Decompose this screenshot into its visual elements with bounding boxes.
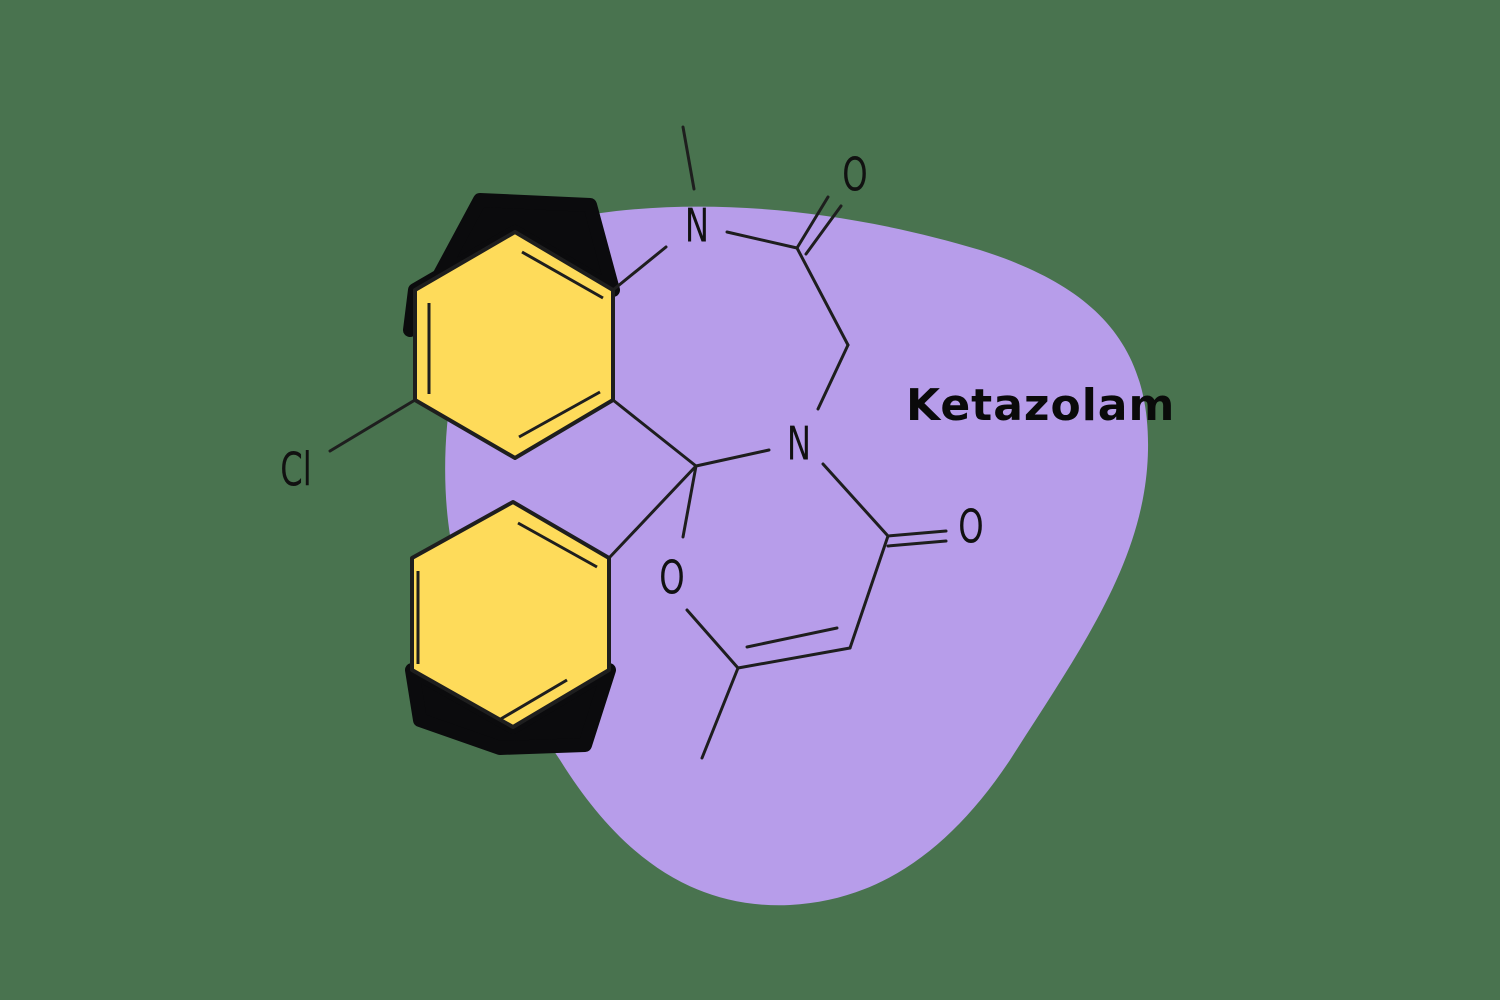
bond-line xyxy=(821,462,890,538)
molecule-name-label: Ketazolam xyxy=(906,380,1175,431)
bond-line xyxy=(795,246,850,347)
bond-line xyxy=(736,646,852,670)
bond-line xyxy=(694,448,771,468)
bond-line xyxy=(725,230,799,250)
atom-n1: N xyxy=(685,199,709,253)
bond-line xyxy=(611,245,668,292)
benzene-rings xyxy=(410,230,615,729)
double-bond-line xyxy=(521,250,604,300)
atom-o-carbonyl-right: O xyxy=(958,500,983,554)
phenyl-ring xyxy=(410,500,611,729)
bond-line xyxy=(795,195,830,250)
purple-blob-background xyxy=(445,206,1149,906)
bond-line xyxy=(804,204,843,256)
bond-line xyxy=(745,626,839,649)
double-bond-line xyxy=(517,521,598,569)
double-bond-line xyxy=(498,678,568,722)
bond-line xyxy=(681,464,698,539)
bond-line xyxy=(328,398,417,453)
bond-line xyxy=(886,539,948,548)
bond-line xyxy=(607,464,698,560)
atom-labels: N O N O O Cl xyxy=(280,148,983,605)
bond-line xyxy=(848,534,890,650)
bond-lines xyxy=(328,125,948,760)
atom-n4: N xyxy=(787,417,811,471)
bond-line xyxy=(681,125,696,191)
atom-cl: Cl xyxy=(280,443,312,497)
atom-o-carbonyl-top: O xyxy=(842,148,867,202)
bond-line xyxy=(700,666,740,760)
bond-line xyxy=(816,343,850,411)
bond-line xyxy=(611,398,698,468)
bond-line xyxy=(685,608,740,670)
double-bond-line xyxy=(518,390,601,439)
atom-o-ring: O xyxy=(659,551,684,605)
bond-line xyxy=(886,529,948,538)
